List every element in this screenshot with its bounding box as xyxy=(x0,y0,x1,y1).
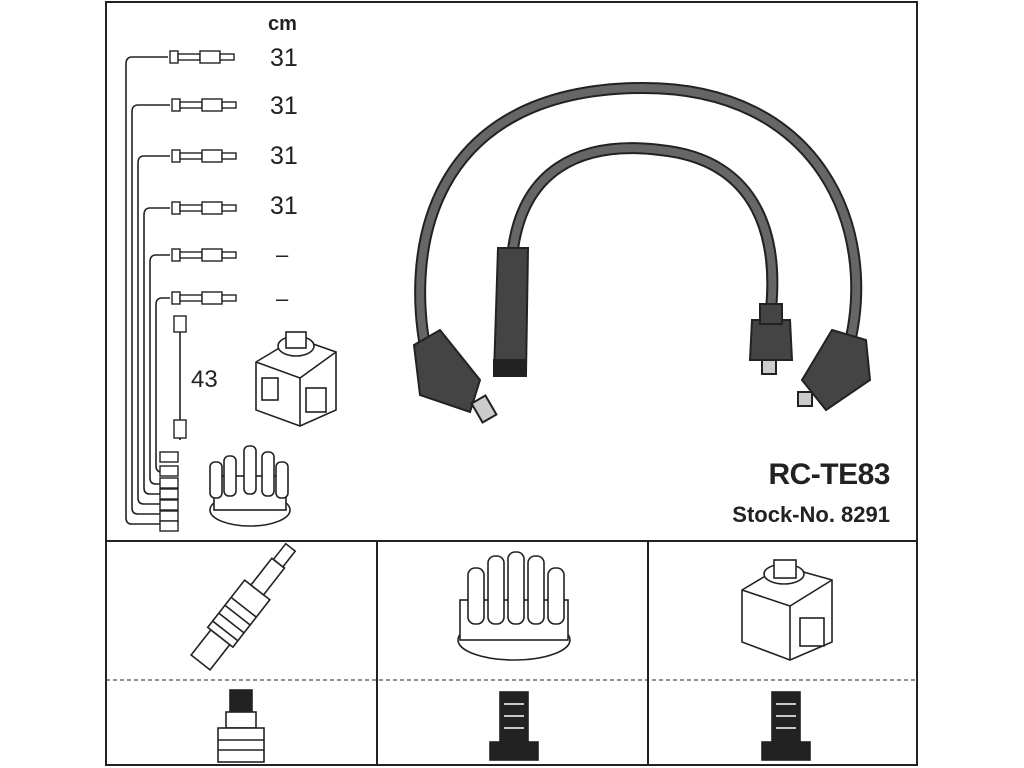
lead-length-5: – xyxy=(276,242,289,267)
lead-schematic xyxy=(125,56,181,525)
lead-terminals xyxy=(159,50,237,532)
lead-length-4: 31 xyxy=(270,192,298,220)
distributor-boot-icon xyxy=(489,691,539,761)
lead-length-3: 31 xyxy=(270,142,298,170)
model-number: RC-TE83 xyxy=(768,458,890,491)
ignition-coil-icon xyxy=(741,559,833,661)
cable-boots xyxy=(412,247,872,424)
plug-boot-icon xyxy=(217,689,265,763)
lead-length-1: 31 xyxy=(270,44,298,72)
coil-drawing-small xyxy=(255,331,337,427)
coil-lead-length: 43 xyxy=(191,366,218,393)
cable-set xyxy=(414,81,863,376)
stock-number: Stock-No. 8291 xyxy=(732,502,890,527)
coil-boot-icon xyxy=(761,691,811,761)
distributor-cap-small xyxy=(209,445,291,527)
lead-length-2: 31 xyxy=(270,92,298,120)
spark-plug-icon xyxy=(190,542,297,671)
unit-label: cm xyxy=(268,13,297,35)
distributor-cap-icon xyxy=(457,551,571,661)
frame-lines xyxy=(105,1,918,766)
lead-length-6: – xyxy=(276,286,289,311)
